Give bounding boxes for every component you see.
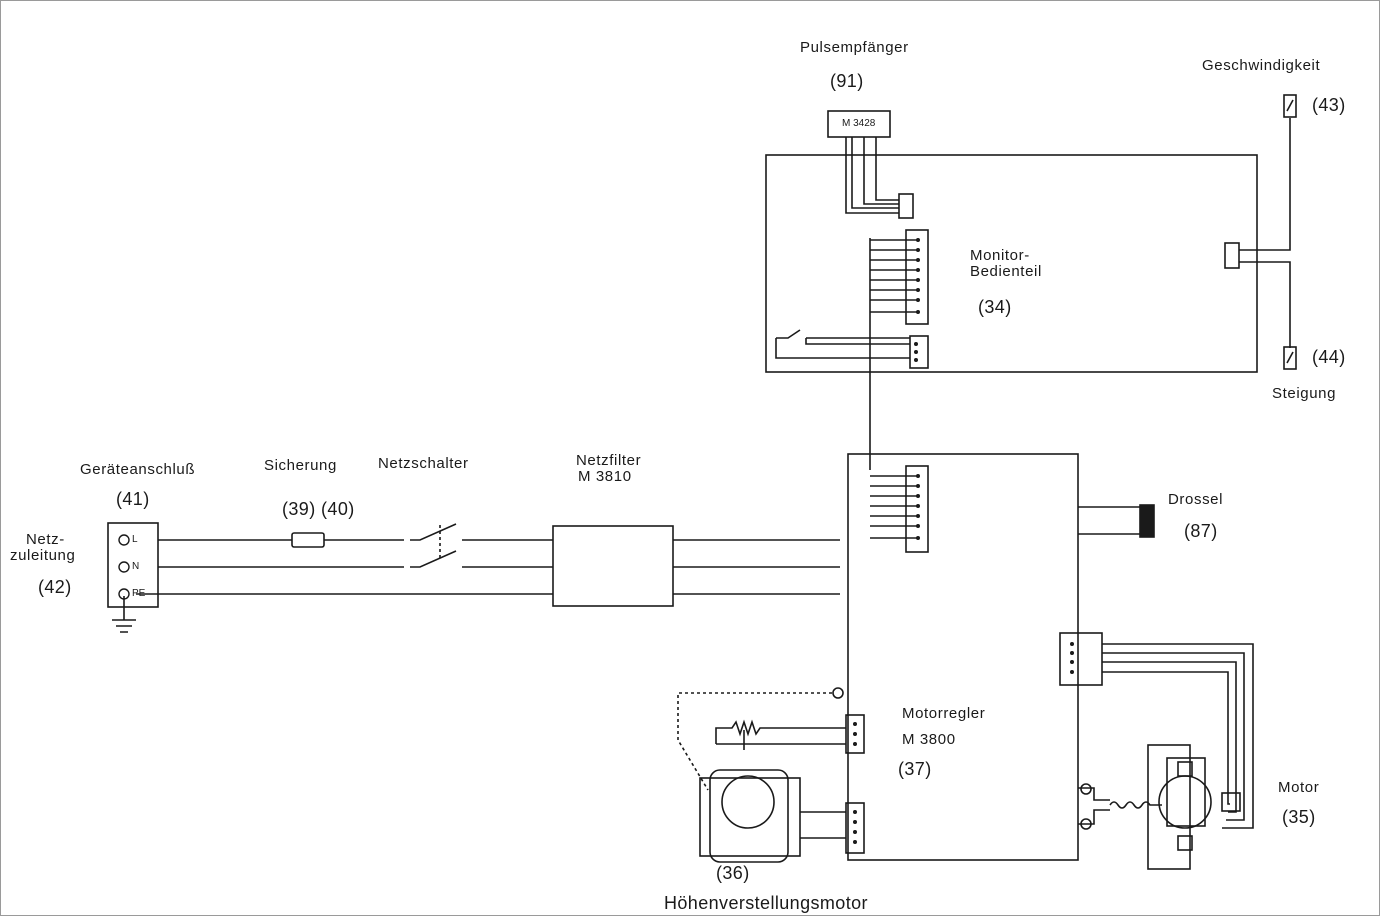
- choke-body: [1139, 504, 1155, 538]
- terminal-n: N: [132, 561, 140, 572]
- incline-sensor: [1283, 346, 1297, 370]
- monitor-connector-top: [905, 229, 929, 325]
- motor-controller-part: M 3800: [902, 731, 956, 748]
- monitor-connector-small: [909, 335, 929, 369]
- motor-label: Motor: [1278, 779, 1320, 796]
- pulse-receiver-part: M 3428: [842, 118, 876, 129]
- ground-symbol: [112, 596, 136, 633]
- controller-to-motor-link: [1078, 787, 1162, 825]
- terminal-l: L: [132, 534, 138, 545]
- speed-number: (43): [1312, 95, 1346, 115]
- monitor-internal-switch: [775, 329, 910, 359]
- height-motor-label: Höhenverstellungsmotor: [664, 893, 868, 913]
- motor-controller-box: [847, 453, 1079, 861]
- motor-frame: [1147, 744, 1191, 870]
- switch-contacts: [410, 523, 470, 568]
- height-motor-connector: [845, 802, 865, 854]
- monitor-label-line1: Monitor-: [970, 247, 1030, 264]
- mains-switch-label: Netzschalter: [378, 455, 469, 472]
- pulse-receiver-box: [827, 110, 891, 138]
- height-motor-frame: [699, 777, 801, 857]
- fuse-body: [291, 532, 325, 548]
- motor-controller-number: (37): [898, 759, 932, 779]
- speed-wire: [1239, 118, 1291, 251]
- speed-label: Geschwindigkeit: [1202, 57, 1321, 74]
- pulse-receiver-wires: [845, 137, 899, 214]
- potentiometer-connector: [845, 714, 865, 754]
- device-connector-number: (41): [116, 489, 150, 509]
- mains-filter-part: M 3810: [578, 468, 632, 485]
- incline-number: (44): [1312, 347, 1346, 367]
- pulse-receiver-label: Pulsempfänger: [800, 39, 909, 56]
- speed-sensor: [1283, 94, 1297, 118]
- mains-lead-number: (42): [38, 577, 72, 597]
- sensor-connector: [1224, 242, 1240, 269]
- choke-label: Drossel: [1168, 491, 1224, 508]
- fuse-number: (39) (40): [282, 499, 355, 519]
- controller-connector-top: [905, 465, 929, 553]
- height-motor-body: [721, 775, 775, 829]
- fuse-label: Sicherung: [264, 457, 337, 474]
- mains-lead-label-line2: zuleitung: [10, 547, 76, 564]
- terminal-pe: PE: [132, 588, 146, 599]
- motor-cables: [1102, 643, 1254, 829]
- dashed-link: [677, 692, 832, 791]
- monitor-number: (34): [978, 297, 1012, 317]
- choke-wires: [1078, 506, 1140, 535]
- incline-label: Steigung: [1272, 385, 1337, 402]
- mains-filter-box: [552, 525, 674, 607]
- motor-controller-label: Motorregler: [902, 705, 986, 722]
- pulse-receiver-number: (91): [830, 71, 864, 91]
- monitor-label-line2: Bedienteil: [970, 263, 1042, 280]
- pulse-connector: [898, 193, 914, 219]
- mains-lead-label-line1: Netz-: [26, 531, 65, 548]
- device-connector-label: Geräteanschluß: [80, 461, 196, 478]
- monitor-panel-box: [765, 154, 1258, 373]
- mains-filter-label: Netzfilter: [576, 452, 642, 469]
- motor-number: (35): [1282, 807, 1316, 827]
- choke-number: (87): [1184, 521, 1218, 541]
- motor-connector: [1059, 632, 1103, 686]
- height-motor-number: (36): [716, 863, 750, 883]
- device-connector-box: [107, 522, 159, 608]
- potentiometer: [715, 719, 846, 750]
- incline-wire: [1239, 261, 1291, 348]
